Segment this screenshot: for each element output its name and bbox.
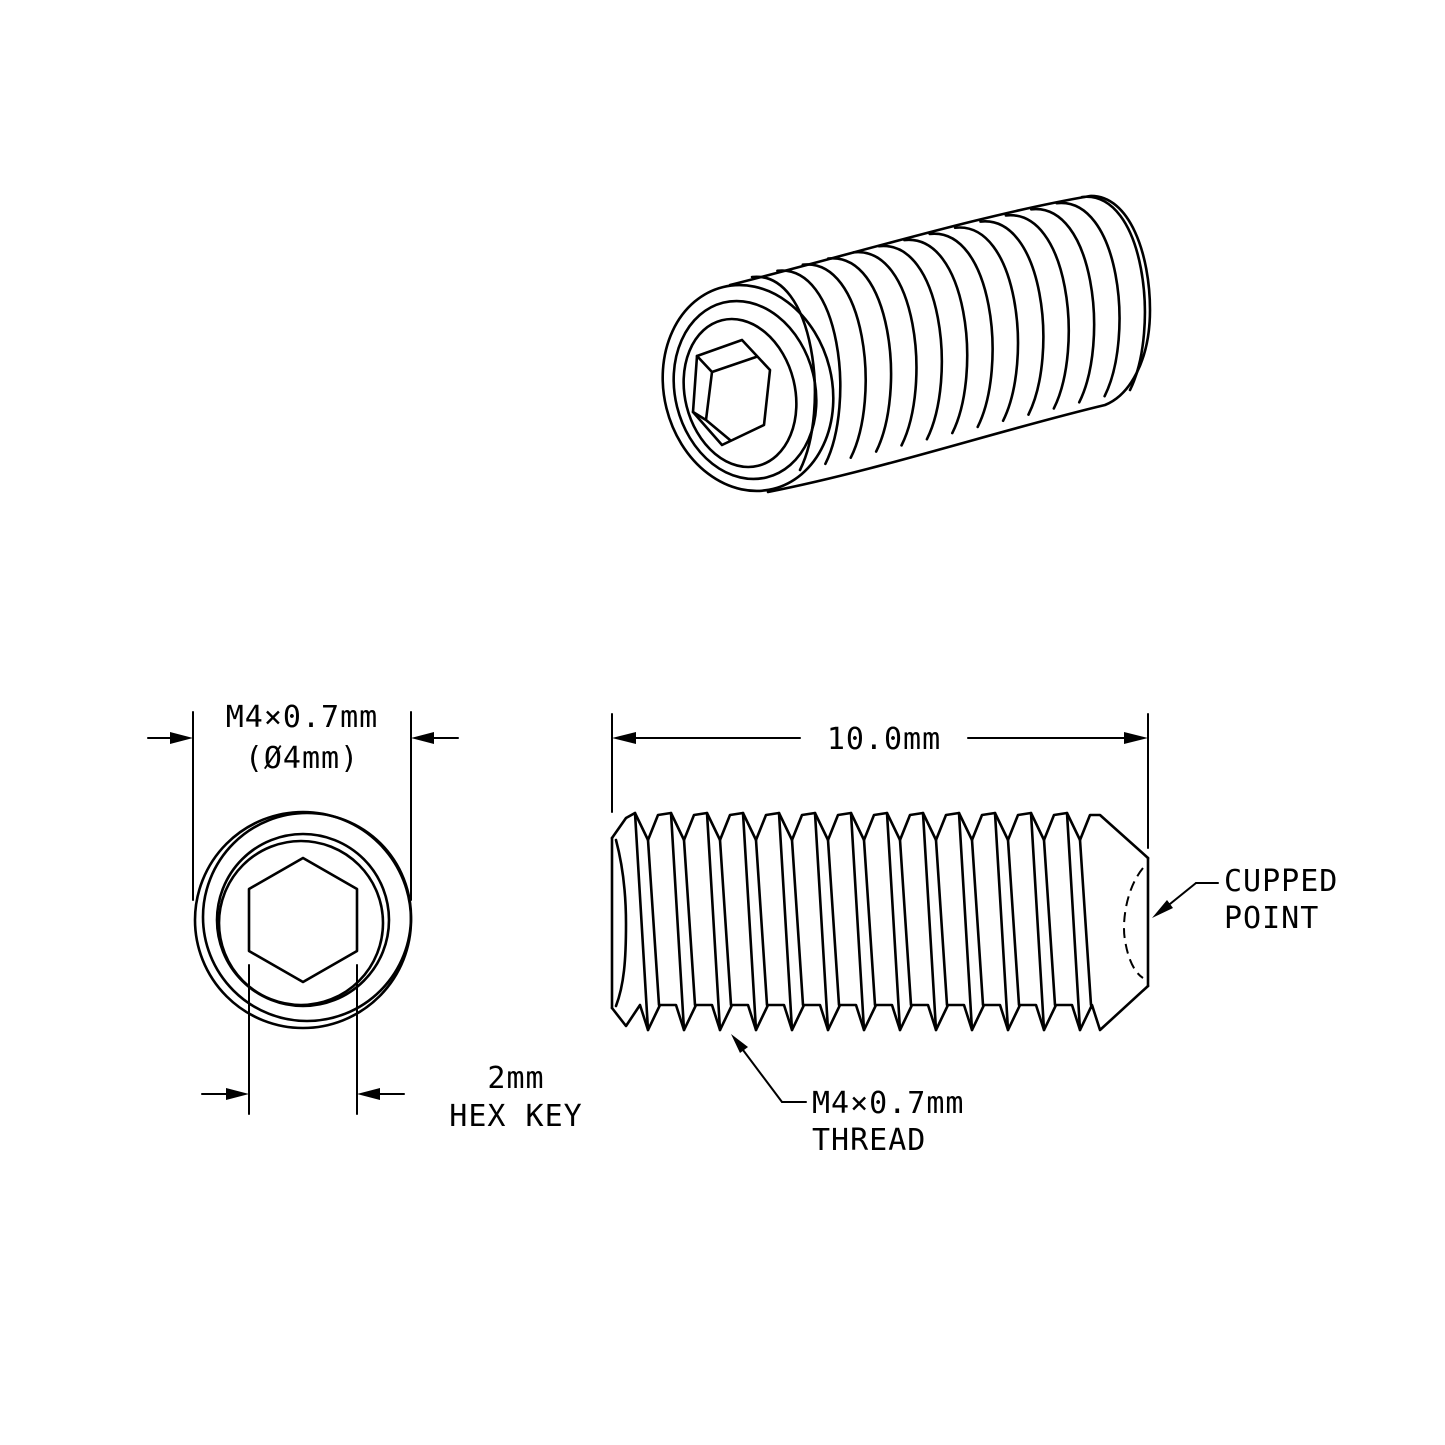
hex-key-label-line1: 2mm — [487, 1061, 544, 1096]
iso-thread-crest — [852, 251, 918, 447]
cupped-point-label-line1: CUPPED — [1224, 864, 1338, 899]
iso-hex-socket — [691, 338, 772, 447]
iso-thread-crest — [801, 263, 867, 459]
thread-line — [741, 811, 758, 1032]
iso-thread-crest — [750, 275, 817, 472]
thread-label-line1: M4×0.7mm — [812, 1086, 965, 1121]
thread-line — [718, 838, 733, 1007]
iso-thread-crest — [928, 232, 994, 429]
iso-thread-crest — [1004, 214, 1070, 410]
side-view: 10.0mm CUPPED POINT M4×0.7mm THREAD — [610, 713, 1338, 1158]
iso-thread-crest — [953, 226, 1020, 423]
diameter-label-line1: M4×0.7mm — [226, 700, 379, 735]
isometric-threads — [750, 195, 1147, 472]
end-view: M4×0.7mm (Ø4mm) 2mm HEX KEY — [147, 700, 582, 1134]
cupped-point-label-line2: POINT — [1224, 901, 1319, 936]
hex-socket — [247, 856, 359, 984]
thread-line — [754, 838, 769, 1007]
thread-line — [1065, 811, 1082, 1032]
iso-thread-crest — [877, 244, 944, 441]
thread-line — [777, 811, 794, 1032]
thread-label-line2: THREAD — [812, 1123, 926, 1158]
thread-line — [849, 811, 866, 1032]
iso-thread-crest — [1029, 207, 1096, 404]
thread-line — [1042, 838, 1057, 1007]
thread-line — [813, 811, 830, 1032]
thread-line — [826, 838, 841, 1007]
iso-thread-crest — [1055, 201, 1121, 398]
thread-line — [633, 811, 650, 1032]
thread-line — [1029, 811, 1046, 1032]
thread-line — [957, 811, 974, 1032]
iso-thread-crest — [826, 257, 893, 453]
length-label: 10.0mm — [827, 722, 941, 757]
thread-line — [682, 838, 697, 1007]
thread-line — [646, 838, 661, 1007]
thread-line — [1006, 838, 1021, 1007]
thread-line — [862, 838, 877, 1007]
iso-thread-crest — [903, 238, 969, 435]
thread-line — [898, 838, 913, 1007]
thread-line — [669, 811, 686, 1032]
thread-line — [921, 811, 938, 1032]
thread-line — [1078, 838, 1093, 1007]
thread-line — [993, 811, 1010, 1032]
thread-line — [885, 811, 902, 1032]
isometric-view — [661, 194, 1152, 494]
thread-line — [705, 811, 722, 1032]
diameter-label-line2: (Ø4mm) — [245, 741, 359, 776]
side-threads — [633, 811, 1093, 1032]
thread-line — [970, 838, 985, 1007]
thread-profile — [610, 811, 1150, 1032]
hex-key-label-line2: HEX KEY — [449, 1099, 582, 1134]
iso-thread-crest — [979, 220, 1045, 416]
cup-hidden-line — [1122, 867, 1144, 979]
thread-line — [934, 838, 949, 1007]
thread-line — [790, 838, 805, 1007]
iso-thread-crest — [1080, 195, 1147, 392]
iso-thread-crest — [776, 269, 842, 466]
